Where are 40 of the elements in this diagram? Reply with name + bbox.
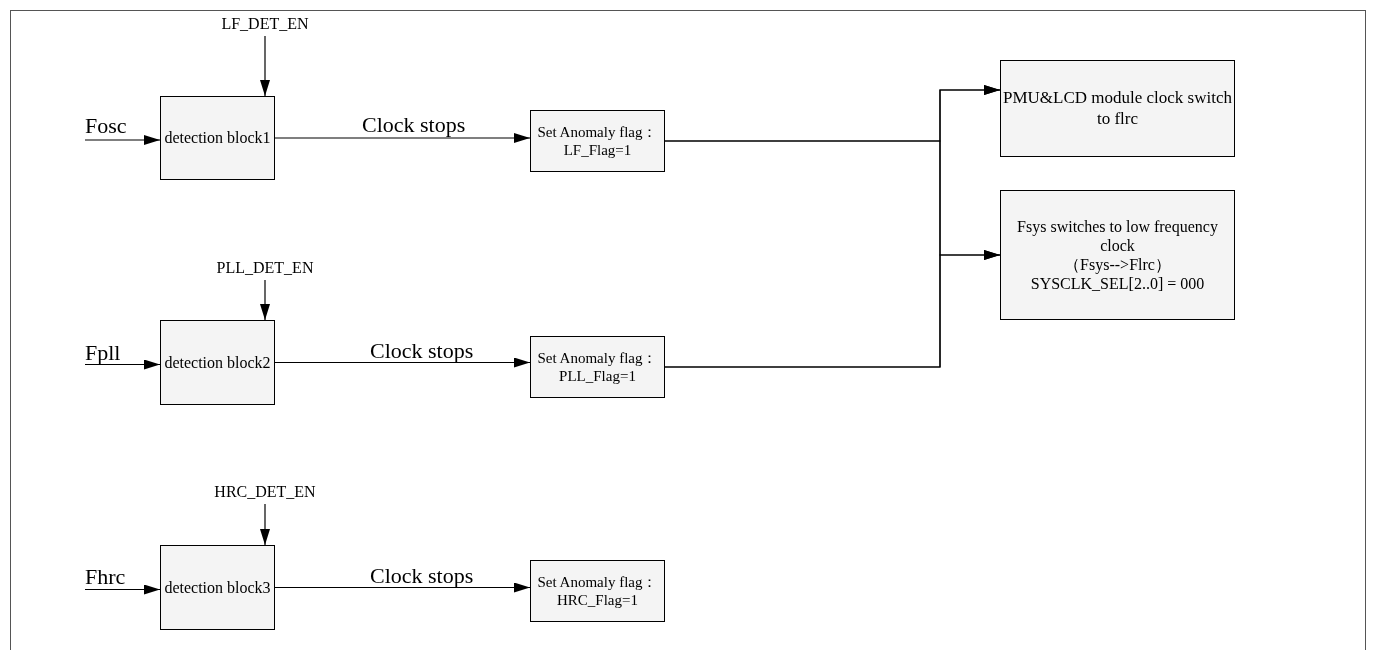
arrow <box>84 584 161 595</box>
arrow <box>260 279 270 321</box>
edge-label: Clock stops <box>362 114 466 136</box>
process-box <box>1000 190 1235 320</box>
box-text: HRC_Flag=1 <box>557 591 638 609</box>
arrow <box>274 582 531 593</box>
process-box <box>160 320 275 405</box>
arrow <box>84 135 161 145</box>
signal-label: HRC_DET_EN <box>214 482 316 502</box>
process-box <box>530 336 665 398</box>
box-text: LF_Flag=1 <box>563 141 632 159</box>
process-box <box>530 110 665 172</box>
box-text: detection block3 <box>164 577 271 598</box>
box-text: Set Anomaly flag： <box>537 123 658 141</box>
edge-label: Clock stops <box>370 565 474 587</box>
box-text: detection block2 <box>164 352 271 373</box>
box-text: PLL_Flag=1 <box>559 367 636 385</box>
box-text: （Fsys-->Flrc） <box>1064 255 1171 275</box>
box-text: Fsys switches to low frequency clock <box>1016 216 1219 255</box>
signal-label: PLL_DET_EN <box>216 258 314 278</box>
process-box <box>160 96 275 180</box>
arrow <box>260 503 270 546</box>
arrow <box>274 133 531 143</box>
arrow <box>274 357 531 368</box>
process-box <box>160 545 275 630</box>
process-box <box>1000 60 1235 157</box>
box-text: Set Anomaly flag： <box>537 349 658 367</box>
process-box <box>530 560 665 622</box>
arrow <box>84 359 161 370</box>
box-text: Set Anomaly flag： <box>537 573 658 591</box>
edge-label: Clock stops <box>370 340 474 362</box>
arrow <box>664 250 1001 368</box>
signal-label: LF_DET_EN <box>221 14 309 34</box>
edge-label: Fhrc <box>85 566 126 588</box>
box-text: SYSCLK_SEL[2..0] = 000 <box>1030 274 1205 294</box>
edge-label: Fosc <box>85 115 127 137</box>
box-text: detection block1 <box>164 128 271 148</box>
arrow <box>260 35 270 97</box>
edge-label: Fpll <box>85 342 121 364</box>
box-text: PMU&LCD module clock switch to flrc <box>1002 88 1233 129</box>
